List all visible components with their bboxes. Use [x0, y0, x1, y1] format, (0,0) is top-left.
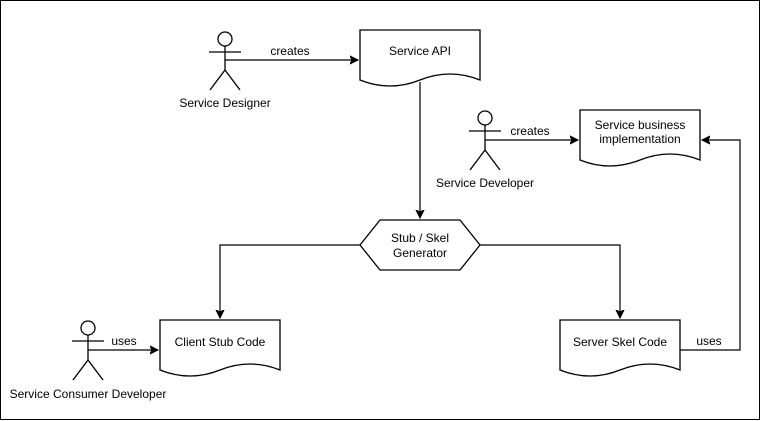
business-implementation-document[interactable]: Service business implementation [579, 109, 701, 167]
business-impl-label-line2: implementation [599, 132, 680, 146]
server-skel-label: Server Skel Code [573, 335, 667, 349]
actor-head [477, 110, 493, 126]
generator-to-client-edge[interactable] [220, 244, 360, 318]
server-uses-label: uses [696, 334, 721, 348]
service-developer-actor[interactable]: Service Developer [436, 110, 534, 190]
server-skel-document[interactable]: Server Skel Code [559, 319, 681, 377]
consumer-uses-edge[interactable]: uses [88, 334, 158, 350]
designer-creates-edge[interactable]: creates [225, 44, 358, 60]
actor-head [217, 31, 233, 47]
generator-label-line1: Stub / Skel [391, 231, 449, 245]
service-api-document[interactable]: Service API [359, 29, 481, 87]
actor-head [80, 320, 96, 336]
service-designer-label: Service Designer [179, 96, 270, 110]
developer-creates-label: creates [510, 124, 549, 138]
service-designer-actor[interactable]: Service Designer [179, 31, 271, 110]
server-uses-edge[interactable]: uses [680, 140, 741, 351]
business-impl-label-line1: Service business [595, 118, 686, 132]
designer-creates-label: creates [270, 44, 309, 58]
service-consumer-actor[interactable]: Service Consumer Developer [10, 320, 167, 401]
service-api-label: Service API [389, 44, 451, 58]
generator-label-line2: Generator [393, 246, 447, 260]
generator-to-server-edge[interactable] [480, 244, 620, 318]
service-consumer-label: Service Consumer Developer [10, 387, 167, 401]
client-stub-label: Client Stub Code [175, 335, 266, 349]
consumer-uses-label: uses [111, 334, 136, 348]
stub-skel-generator[interactable]: Stub / Skel Generator [359, 219, 481, 271]
client-stub-document[interactable]: Client Stub Code [159, 319, 281, 377]
service-developer-label: Service Developer [436, 176, 534, 190]
developer-creates-edge[interactable]: creates [485, 124, 578, 140]
